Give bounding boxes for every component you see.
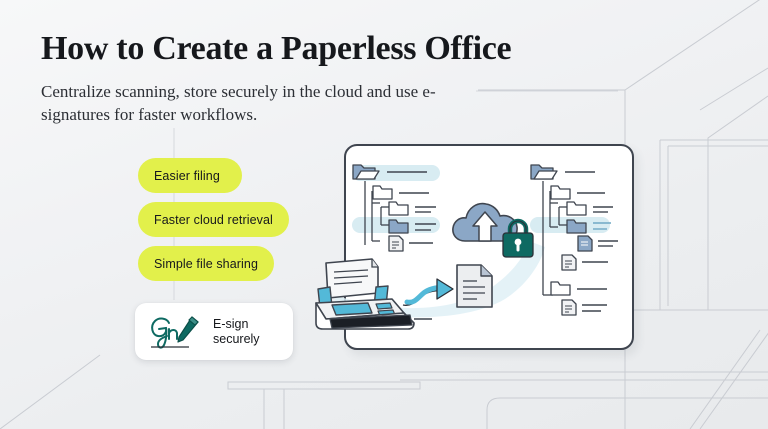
file-icon	[388, 235, 404, 252]
benefit-pill-label: Simple file sharing	[154, 256, 259, 271]
tree-label-line	[415, 206, 436, 213]
benefit-pill-faster-cloud-retrieval: Faster cloud retrieval	[138, 202, 289, 237]
pen-icon	[177, 315, 199, 343]
tree-label-line	[593, 206, 613, 213]
tree-label-line	[415, 223, 436, 231]
padlock-icon	[502, 218, 534, 258]
tree-label-line	[582, 304, 607, 312]
folder-icon	[372, 185, 393, 200]
file-icon	[577, 235, 593, 252]
cloud-upload-icon	[452, 202, 518, 242]
page-subtitle: Centralize scanning, store securely in t…	[41, 82, 436, 124]
esign-card-text: E-sign securely	[213, 317, 260, 347]
document-scanner-icon	[315, 258, 432, 330]
benefit-pill-easier-filing: Easier filing	[138, 158, 242, 193]
tree-label-line	[593, 222, 611, 230]
folder-open-icon	[352, 164, 380, 180]
handwritten-signature-icon	[151, 315, 199, 348]
folder-icon	[566, 201, 587, 216]
file-icon	[561, 299, 577, 316]
upload-arrow-icon	[472, 211, 498, 242]
tree-label-line	[598, 240, 618, 247]
scanned-document-icon	[456, 264, 493, 308]
cloud-folder-tree	[530, 164, 618, 316]
workflow-illustration	[335, 164, 618, 318]
folder-icon	[388, 201, 409, 216]
esign-card-line2: securely	[213, 331, 260, 346]
curved-arrow-icon	[402, 278, 454, 307]
headline-block: How to Create a Paperless Office Central…	[41, 28, 601, 126]
esign-card-line1: E-sign	[213, 316, 249, 331]
esign-card: E-sign securely	[135, 303, 293, 360]
folder-icon	[388, 219, 409, 234]
benefit-pill-simple-file-sharing: Simple file sharing	[138, 246, 275, 281]
folder-icon	[566, 219, 587, 234]
benefit-pill-label: Easier filing	[154, 168, 220, 183]
folder-open-icon	[530, 164, 558, 180]
source-folder-tree	[352, 164, 440, 252]
folder-icon	[550, 281, 571, 296]
benefit-list: Easier filing Faster cloud retrieval Sim…	[138, 158, 289, 290]
benefit-pill-label: Faster cloud retrieval	[154, 212, 273, 227]
folder-icon	[550, 185, 571, 200]
file-icon	[561, 254, 577, 271]
page-title: How to Create a Paperless Office	[41, 30, 512, 67]
